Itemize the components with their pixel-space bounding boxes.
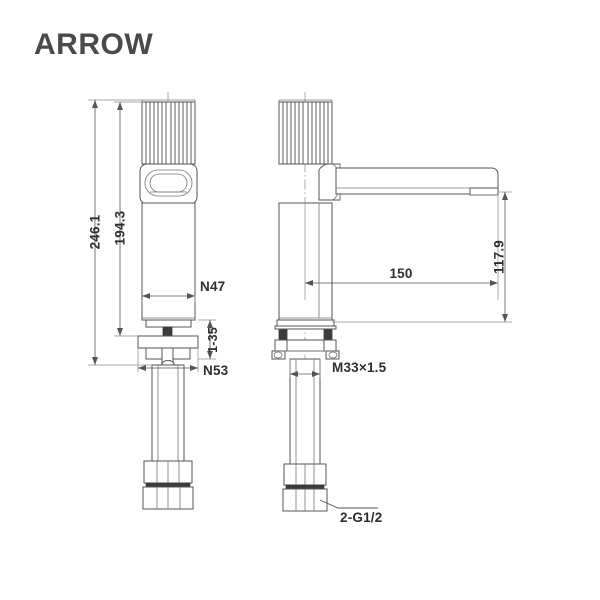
handle-knurl-ribs bbox=[145, 102, 192, 164]
dim-label-handle-top-height: 194.3 bbox=[113, 210, 128, 245]
side-handle-knurl-ribs bbox=[282, 102, 329, 164]
side-elevation-view: 150 117.9 M33×1.5 2-G1/2 bbox=[271, 92, 512, 525]
side-handle bbox=[278, 99, 333, 165]
dimension-shank-thread: M33×1.5 bbox=[289, 359, 387, 378]
front-body bbox=[141, 202, 196, 321]
brand-logo: ARROW bbox=[34, 28, 154, 61]
dim-label-inlet-thread: 2-G1/2 bbox=[340, 510, 382, 525]
side-spout-arm bbox=[335, 167, 499, 195]
dimension-deck-thickness: 1-35 bbox=[198, 319, 220, 360]
dimension-spout-height: 117.9 bbox=[492, 192, 508, 322]
dim-label-deck-thickness: 1-35 bbox=[206, 327, 220, 353]
front-shank bbox=[151, 364, 185, 462]
side-spout-outlet bbox=[469, 187, 499, 196]
front-hex-nuts bbox=[142, 460, 194, 510]
front-deck-mount bbox=[137, 319, 199, 368]
front-elevation-view: 246.1 194.3 N47 1-35 bbox=[88, 92, 229, 512]
dim-label-body-diameter: N47 bbox=[200, 279, 225, 294]
dimension-inlet-thread: 2-G1/2 bbox=[319, 499, 382, 525]
dimension-body-diameter: N47 bbox=[141, 279, 225, 302]
dim-label-spout-reach: 150 bbox=[389, 266, 412, 281]
dimension-base-diameter: N53 bbox=[137, 348, 229, 378]
side-hex-nuts bbox=[282, 463, 328, 512]
side-shank bbox=[289, 358, 321, 465]
front-handle bbox=[141, 99, 196, 165]
dimension-handle-top-height: 194.3 bbox=[113, 102, 128, 336]
dimension-overall-height: 246.1 bbox=[88, 100, 103, 365]
dimension-spout-reach: 150 bbox=[305, 266, 498, 286]
dim-label-spout-height: 117.9 bbox=[492, 240, 507, 274]
dim-label-overall-height: 246.1 bbox=[88, 214, 103, 249]
side-body bbox=[278, 202, 333, 321]
side-deck-mount bbox=[271, 319, 340, 360]
dim-label-base-diameter: N53 bbox=[203, 363, 229, 378]
dim-label-shank-thread: M33×1.5 bbox=[332, 360, 387, 375]
front-lever-housing bbox=[139, 163, 198, 205]
